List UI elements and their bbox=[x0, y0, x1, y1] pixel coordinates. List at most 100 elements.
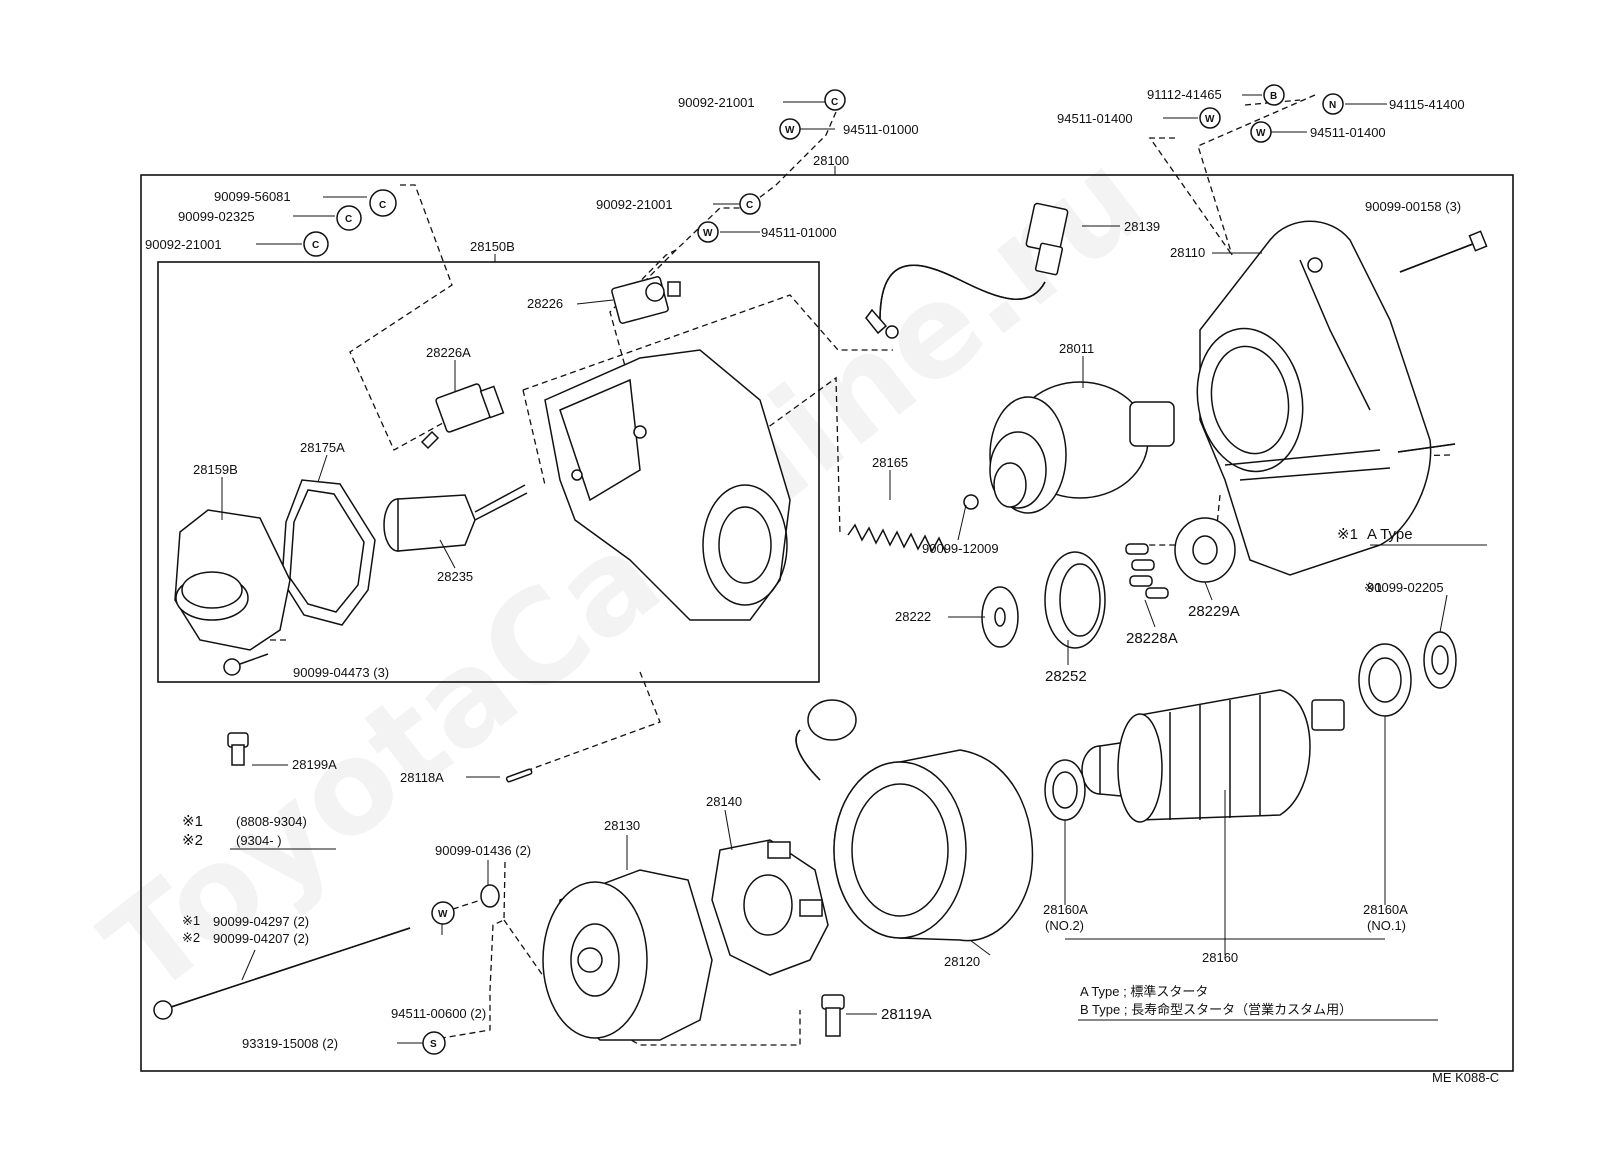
marker-date-2: ※2 bbox=[182, 832, 203, 849]
svg-text:W: W bbox=[438, 909, 448, 920]
s-symbol bbox=[422, 1031, 446, 1055]
rollers-28228A bbox=[1125, 543, 1169, 599]
label-90099-04297: 90099-04297 (2) bbox=[213, 914, 309, 929]
label-90099-04473: 90099-04473 (3) bbox=[293, 665, 389, 680]
c-symbol-5 bbox=[303, 231, 329, 257]
label-28226: 28226 bbox=[527, 296, 563, 311]
label-28199A: 28199A bbox=[292, 757, 337, 772]
brush-holder-28140 bbox=[711, 839, 829, 976]
label-90099-00158: 90099-00158 (3) bbox=[1365, 199, 1461, 214]
svg-text:W: W bbox=[1205, 114, 1215, 125]
svg-text:W: W bbox=[1256, 128, 1266, 139]
n-symbol bbox=[1322, 93, 1344, 115]
figure-code: ME K088-C bbox=[1432, 1070, 1499, 1085]
label-28130: 28130 bbox=[604, 818, 640, 833]
label-28229A: 28229A bbox=[1188, 603, 1240, 620]
w-symbol-2 bbox=[697, 221, 719, 243]
label-94511-00600: 94511-00600 (2) bbox=[391, 1006, 486, 1021]
svg-text:B: B bbox=[1270, 91, 1277, 102]
w-symbol-5 bbox=[431, 901, 455, 925]
label-28160A-no1: 28160A bbox=[1363, 902, 1408, 917]
label-28119A: 28119A bbox=[881, 1006, 932, 1023]
label-90099-01436: 90099-01436 (2) bbox=[435, 843, 531, 858]
plunger-28235 bbox=[383, 484, 528, 552]
terminal-28226 bbox=[611, 276, 681, 324]
svg-text:C: C bbox=[345, 214, 352, 225]
legend-a-type: A Type ; 標準スタータ bbox=[1080, 984, 1208, 999]
washer-28222 bbox=[981, 586, 1019, 648]
label-94511-01000-top: 94511-01000 bbox=[843, 122, 919, 137]
leader-lines bbox=[221, 94, 1487, 1044]
label-28118A: 28118A bbox=[400, 770, 444, 785]
c-symbol-3 bbox=[369, 189, 397, 217]
legend-b-type: B Type ; 長寿命型スタータ（営業カスタム用） bbox=[1080, 1002, 1352, 1017]
marker-date-1: ※1 bbox=[182, 813, 203, 830]
screw-28119A bbox=[821, 994, 845, 1037]
note-a-type: A Type bbox=[1367, 526, 1413, 543]
lead-wire-28139 bbox=[865, 202, 1069, 339]
label-28175A: 28175A bbox=[300, 440, 345, 455]
label-28011: 28011 bbox=[1059, 341, 1094, 356]
pin-28118A bbox=[505, 768, 533, 783]
spring-28165 bbox=[847, 494, 979, 554]
label-no1: (NO.1) bbox=[1367, 918, 1406, 933]
sub-assembly-frame bbox=[157, 261, 820, 683]
label-28252: 28252 bbox=[1045, 668, 1087, 685]
label-28159B: 28159B bbox=[193, 462, 238, 477]
label-28100: 28100 bbox=[813, 153, 849, 168]
washer-90099-02205 bbox=[1423, 631, 1457, 689]
svg-text:W: W bbox=[785, 125, 795, 136]
marker-90099-02205: ※1 bbox=[1364, 580, 1382, 595]
label-90092-21001-mid: 90092-21001 bbox=[596, 197, 673, 212]
armature-28160 bbox=[1081, 689, 1345, 823]
svg-text:N: N bbox=[1329, 100, 1336, 111]
gasket-28175A bbox=[281, 479, 376, 626]
label-90099-02205: 90099-02205 bbox=[1367, 580, 1444, 595]
end-frame-28130 bbox=[542, 869, 713, 1041]
svg-text:C: C bbox=[379, 200, 386, 211]
label-91112-41465: 91112-41465 bbox=[1147, 87, 1222, 102]
w-symbol-1 bbox=[779, 118, 801, 140]
label-28222: 28222 bbox=[895, 609, 931, 624]
label-28226A: 28226A bbox=[426, 345, 471, 360]
b-symbol bbox=[1263, 84, 1285, 106]
label-28120: 28120 bbox=[944, 954, 980, 969]
label-28139: 28139 bbox=[1124, 219, 1160, 234]
part-labels: 90092-21001 94511-01000 28100 90092-2100… bbox=[145, 87, 1465, 1051]
bearing-28160A-no2 bbox=[1044, 759, 1086, 821]
date-range-1: (8808-9304) bbox=[236, 814, 307, 829]
clutch-28011 bbox=[989, 381, 1175, 514]
c-symbol-2 bbox=[739, 193, 761, 215]
symbol-callouts: C W C W B W N W C C C W S bbox=[303, 84, 1344, 1055]
assembly-frame bbox=[140, 174, 1514, 1072]
switch-body-28150B bbox=[544, 349, 791, 621]
marker-bolt-1: ※1 bbox=[182, 913, 200, 928]
label-28165: 28165 bbox=[872, 455, 908, 470]
w-symbol-4 bbox=[1250, 121, 1272, 143]
label-90099-56081: 90099-56081 bbox=[214, 189, 291, 204]
svg-text:W: W bbox=[703, 228, 713, 239]
label-90099-02325: 90099-02325 bbox=[178, 209, 255, 224]
label-28235: 28235 bbox=[437, 569, 473, 584]
svg-text:C: C bbox=[312, 240, 319, 251]
label-90092-21001-left: 90092-21001 bbox=[145, 237, 222, 252]
screw-90099-04473 bbox=[223, 653, 269, 676]
gear-28252 bbox=[1044, 551, 1106, 649]
label-90099-12009: 90099-12009 bbox=[922, 541, 999, 556]
c-symbol-1 bbox=[824, 89, 846, 111]
screw-28199A bbox=[227, 732, 249, 766]
bolt-90099-00158 bbox=[1399, 230, 1488, 273]
connector-28226A bbox=[420, 383, 505, 450]
label-no2: (NO.2) bbox=[1045, 918, 1084, 933]
svg-text:C: C bbox=[746, 200, 753, 211]
bearing-28160A-no1 bbox=[1358, 643, 1412, 717]
label-94511-01400-b: 94511-01400 bbox=[1310, 125, 1386, 140]
label-28140: 28140 bbox=[706, 794, 742, 809]
label-28150B: 28150B bbox=[470, 239, 515, 254]
yoke-28120 bbox=[795, 699, 1034, 942]
label-90092-21001-top: 90092-21001 bbox=[678, 95, 755, 110]
label-28228A: 28228A bbox=[1126, 630, 1178, 647]
label-93319-15008: 93319-15008 (2) bbox=[242, 1036, 338, 1051]
label-28160A-no2: 28160A bbox=[1043, 902, 1088, 917]
